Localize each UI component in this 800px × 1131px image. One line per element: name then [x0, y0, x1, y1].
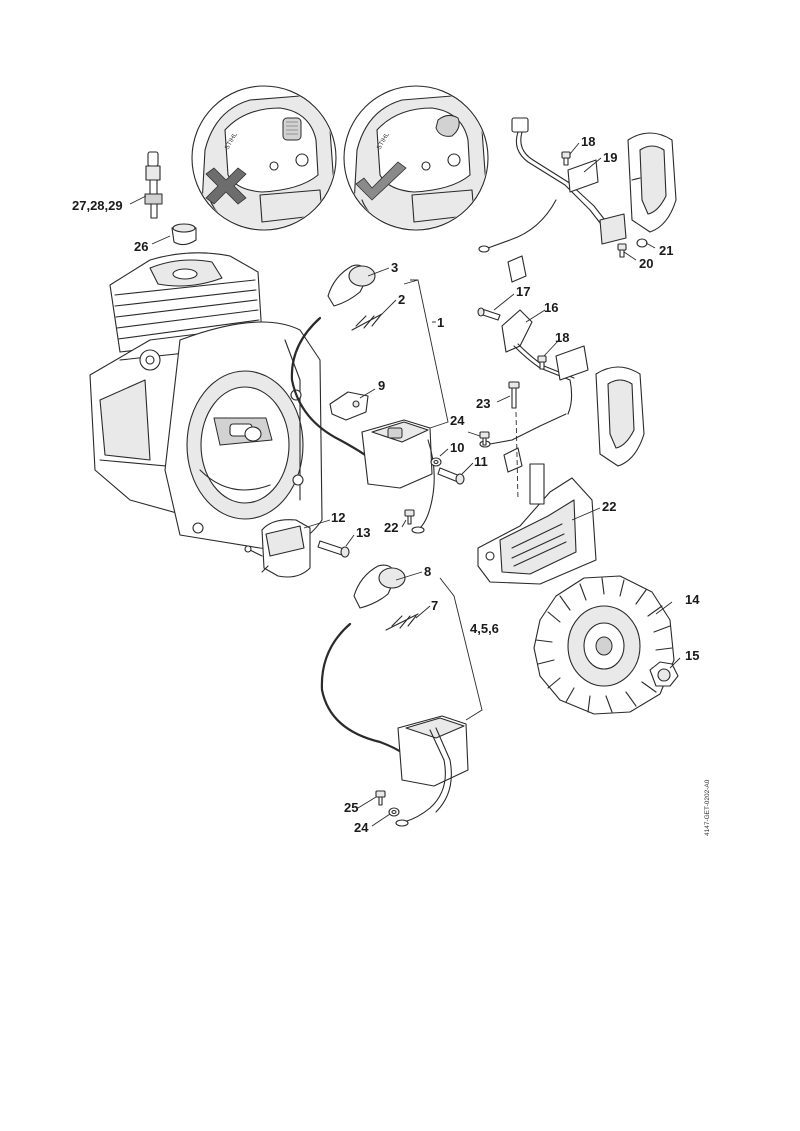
leader-lines: [129, 142, 681, 827]
callout-18-upper: 18: [581, 134, 595, 149]
short-circuit-switch: [244, 519, 311, 578]
spark-plug-cap: [171, 223, 197, 246]
flywheel: [533, 575, 675, 715]
housing-bracket-lower: [595, 366, 645, 467]
callout-15: 15: [685, 648, 699, 663]
ignition-module-upper: [290, 316, 435, 534]
screw-13: [317, 540, 350, 558]
wiring-harness-upper: [478, 117, 627, 283]
screw-25: [375, 790, 386, 806]
callout-22-lower: 22: [384, 520, 398, 535]
callout-23: 23: [476, 396, 490, 411]
screw-24a: [479, 431, 490, 446]
screw-18a: [561, 151, 571, 166]
screw-23: [508, 381, 520, 409]
drawing-code: 4147-GET-0202-A0: [704, 779, 711, 836]
engine-assembly: [89, 252, 323, 549]
inset-correct: STIHL: [343, 85, 489, 231]
spring-7: [385, 613, 419, 631]
callout-8: 8: [424, 564, 431, 579]
spark-plug: [144, 151, 163, 219]
screw-22a: [404, 509, 415, 525]
screw-17: [477, 307, 501, 321]
callout-7: 7: [431, 598, 438, 613]
check-icon: [355, 161, 407, 201]
callout-4-5-6: 4,5,6: [470, 621, 499, 636]
callout-24-lower: 24: [354, 820, 369, 835]
callout-21: 21: [659, 243, 673, 258]
spark-plug-boot-8: [353, 564, 406, 609]
nut-15: [649, 661, 679, 687]
callout-22-upper: 22: [602, 499, 616, 514]
bracket-9: [329, 391, 369, 421]
screw-18b: [537, 355, 547, 370]
callout-9: 9: [378, 378, 385, 393]
washer-21: [636, 238, 648, 248]
callout-20: 20: [639, 256, 653, 271]
callout-labels: 27,28,29 26 3 2 1 9 10 11 12 13 22 8 7 4…: [72, 134, 700, 835]
callout-19: 19: [603, 150, 617, 165]
callout-26: 26: [134, 239, 148, 254]
callout-16: 16: [544, 300, 558, 315]
callout-12: 12: [331, 510, 345, 525]
callout-1: 1: [437, 315, 444, 330]
callout-11: 11: [474, 454, 488, 469]
wiring-harness-lower: [479, 309, 589, 473]
callout-17: 17: [516, 284, 530, 299]
callout-18-lower: 18: [555, 330, 569, 345]
spring-2: [351, 313, 383, 331]
spark-plug-boot-3: [327, 264, 376, 307]
washer-24b: [388, 807, 400, 817]
callout-25: 25: [344, 800, 358, 815]
callout-3: 3: [391, 260, 398, 275]
callout-27-28-29: 27,28,29: [72, 198, 123, 213]
cross-icon: [205, 167, 247, 205]
callout-14: 14: [685, 592, 700, 607]
callout-2: 2: [398, 292, 405, 307]
washer-10: [430, 457, 442, 467]
screw-20: [617, 243, 627, 258]
housing-bracket-upper: [627, 132, 677, 233]
callout-10: 10: [450, 440, 464, 455]
carrier-22: [477, 463, 597, 585]
inset-incorrect: STIHL: [191, 85, 337, 231]
callout-24-upper: 24: [450, 413, 465, 428]
screw-11: [437, 467, 465, 485]
ignition-module-lower: [320, 622, 469, 827]
callout-13: 13: [356, 525, 370, 540]
